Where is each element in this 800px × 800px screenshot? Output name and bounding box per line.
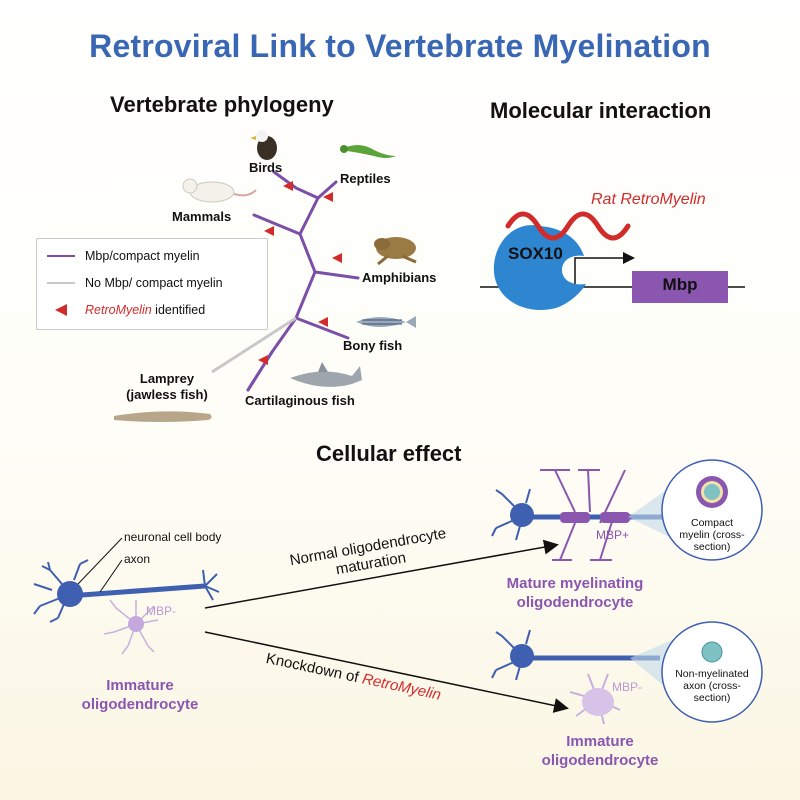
left-oligo-body [128, 616, 144, 632]
normal-maturation-arrow [204, 539, 559, 609]
branch-mammals [252, 213, 302, 236]
label-birds: Birds [249, 160, 283, 175]
left-oligodendrocyte [103, 599, 159, 655]
mbp-gene-label: Mbp [662, 275, 698, 294]
phylogeny-legend: Mbp/compact myelin No Mbp/ compact myeli… [36, 238, 268, 330]
axon-core-top [704, 484, 720, 500]
marker-reptiles [323, 192, 333, 202]
mature-line2: oligodendrocyte [516, 594, 634, 611]
label-lamprey-line1: Lamprey [139, 371, 195, 386]
left-neuron [33, 559, 220, 623]
marker-birds [283, 181, 293, 191]
marker-bony-fish [318, 317, 328, 327]
label-reptiles: Reptiles [340, 171, 391, 186]
branch-bony-fish [294, 316, 350, 340]
branch-lamprey [211, 316, 297, 374]
zebrafish-icon [356, 316, 416, 328]
branch-amphibians [313, 270, 360, 280]
retromyelin-markers [258, 181, 342, 365]
retromyelin-rna-wave [505, 211, 631, 241]
rat-retromyelin-label: Rat RetroMyelin [591, 191, 706, 208]
eagle-icon [250, 130, 277, 160]
mbp-gene-box [632, 271, 728, 303]
marker-cartilaginous [258, 355, 268, 365]
branch-cartilaginous [246, 350, 274, 392]
nonmyelinated-circle [661, 621, 763, 723]
molecular-heading: Molecular interaction [490, 98, 712, 123]
mature-label: Mature myelinating oligodendrocyte [480, 574, 670, 612]
unmyelinated-neuron [491, 629, 660, 681]
immature-bottom-label: Immature oligodendrocyte [500, 732, 700, 770]
axon-leader [99, 559, 123, 593]
lizard-icon [340, 145, 396, 158]
cell-body-leader [77, 537, 123, 585]
immature-bottom-line1: Immature [566, 733, 634, 750]
shark-icon [290, 362, 362, 387]
sox10-protein [493, 225, 586, 311]
lamprey-icon [114, 411, 212, 422]
nonmyel-line1: Non-myelinated [675, 668, 749, 680]
branch-reptiles [316, 180, 338, 200]
label-lamprey: Lamprey (jawless fish) [112, 371, 222, 403]
immature-left-line2: oligodendrocyte [81, 696, 199, 713]
label-mammals: Mammals [172, 209, 232, 224]
bottom-oligo-body [582, 688, 614, 716]
compact-myelin-circle [661, 459, 763, 561]
marker-mammals [264, 226, 274, 236]
legend-red-triangle-icon [47, 304, 75, 316]
page-title: Retroviral Link to Vertebrate Myelinatio… [89, 28, 711, 64]
nonmyelinated-label: Non-myelinated axon (cross- section) [668, 668, 756, 704]
promoter-arrow [574, 252, 635, 287]
compact-myelin-label: Compact myelin (cross- section) [672, 517, 752, 553]
mature-line1: Mature myelinating [506, 575, 644, 592]
compact-line2: myelin (cross- [679, 529, 745, 541]
label-cartilaginous-fish: Cartilaginous fish [245, 393, 355, 408]
branch-birds [272, 170, 320, 200]
marker-amphibians [332, 253, 342, 263]
compact-line3: section) [693, 541, 731, 553]
legend-purple-line [47, 255, 75, 257]
mbp-minus-bottom: MBP- [612, 680, 642, 694]
nonmyel-line2: axon (cross- [683, 680, 741, 692]
immature-left-label: Immature oligodendrocyte [60, 676, 220, 714]
legend-mbp-present-text: Mbp/compact myelin [85, 249, 200, 263]
rat-icon [182, 178, 257, 203]
label-lamprey-line2: (jawless fish) [126, 387, 208, 402]
immature-left-line1: Immature [106, 677, 174, 694]
knockdown-arrow [204, 631, 569, 713]
immature-bottom-line2: oligodendrocyte [541, 752, 659, 769]
legend-retromyelin-rest: identified [151, 303, 206, 317]
label-amphibians: Amphibians [362, 270, 437, 285]
phylogeny-heading: Vertebrate phylogeny [110, 92, 334, 117]
mbp-minus-left: MBP- [146, 604, 176, 618]
axon-core-bottom [701, 641, 723, 663]
legend-mbp-absent: No Mbp/ compact myelin [47, 274, 223, 292]
legend-grey-line [47, 282, 75, 284]
sox10-label: SOX10 [508, 244, 563, 263]
cellular-heading: Cellular effect [316, 441, 462, 466]
compact-line1: Compact [690, 517, 733, 529]
mbp-plus-label: MBP+ [596, 528, 630, 542]
frog-icon [374, 237, 417, 266]
nonmyel-line3: section) [693, 692, 731, 704]
label-bony-fish: Bony fish [343, 338, 403, 353]
neuronal-cell-body-label: neuronal cell body [124, 530, 222, 544]
legend-mbp-absent-text: No Mbp/ compact myelin [85, 276, 223, 290]
axon-label: axon [124, 552, 151, 566]
legend-mbp-present: Mbp/compact myelin [47, 247, 200, 265]
legend-retromyelin-italic: RetroMyelin [85, 303, 152, 317]
legend-retromyelin: RetroMyelin identified [47, 301, 205, 319]
